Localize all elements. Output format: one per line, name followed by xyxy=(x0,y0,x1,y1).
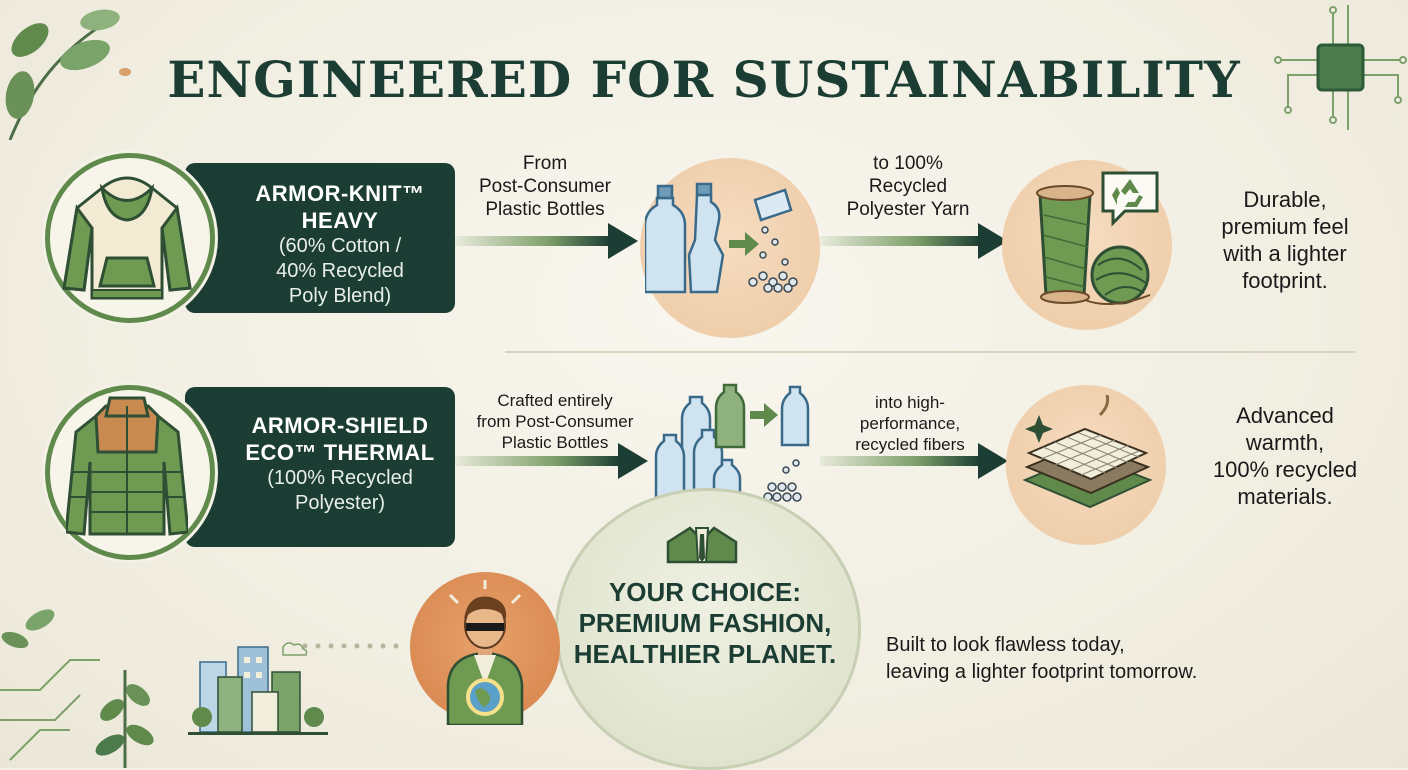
product-name: HEAVY xyxy=(301,208,379,233)
tagline: Built to look flawless today, leaving a … xyxy=(886,634,1198,683)
product-name: ARMOR-SHIELD xyxy=(251,413,429,438)
row-divider xyxy=(505,351,1355,353)
person-globe-icon xyxy=(446,580,524,725)
product-name: ARMOR-KNIT™ xyxy=(255,181,425,206)
plastic-bottles-icon xyxy=(654,383,810,507)
fabric-layers-icon xyxy=(1022,395,1153,509)
leaf-icon xyxy=(0,609,154,768)
output-label: into high- performance, recycled fibers xyxy=(855,393,965,454)
flow-arrow-head xyxy=(978,443,1008,479)
product-composition: Polyester) xyxy=(294,492,386,514)
circuit-chip-icon xyxy=(1274,5,1407,130)
suit-icon xyxy=(666,526,738,564)
output-label: to 100% Recycled Polyester Yarn xyxy=(846,153,970,220)
recycle-icon xyxy=(1101,171,1159,227)
result-text: Durable, premium feel with a lighter foo… xyxy=(1221,187,1349,293)
source-label: From Post-Consumer Plastic Bottles xyxy=(479,153,611,220)
yarn-spool-icon xyxy=(1036,185,1151,305)
source-label: Crafted entirely from Post-Consumer Plas… xyxy=(476,391,634,452)
puffer-jacket-icon xyxy=(66,396,188,536)
product-composition: (60% Cotton / xyxy=(278,235,402,257)
product-panel-armor-knit: ARMOR-KNIT™ HEAVY (60% Cotton / 40% Recy… xyxy=(185,163,455,313)
choice-text: YOUR CHOICE: PREMIUM FASHION, HEALTHIER … xyxy=(573,577,837,669)
product-panel-armor-shield: ARMOR-SHIELD ECO™ THERMAL (100% Recycled… xyxy=(185,387,455,547)
result-text: Advanced warmth, 100% recycled materials… xyxy=(1212,403,1358,509)
flow-arrow xyxy=(820,456,980,466)
flow-arrow xyxy=(455,236,610,246)
leaf-icon xyxy=(5,9,131,140)
hoodie-icon xyxy=(62,176,192,300)
flow-arrow-head xyxy=(608,223,638,259)
city-buildings-icon xyxy=(188,642,328,735)
dotted-connector xyxy=(302,643,399,649)
plastic-bottles-icon xyxy=(645,182,798,294)
flow-arrow xyxy=(455,456,620,466)
product-composition: (100% Recycled xyxy=(267,467,413,489)
product-name: ECO™ THERMAL xyxy=(245,440,435,465)
flow-arrow-head xyxy=(618,443,648,479)
page-title: ENGINEERED FOR SUSTAINABILITY xyxy=(167,50,1241,109)
product-composition: Poly Blend) xyxy=(288,285,392,307)
product-composition: 40% Recycled xyxy=(276,260,404,282)
flow-arrow xyxy=(820,236,980,246)
